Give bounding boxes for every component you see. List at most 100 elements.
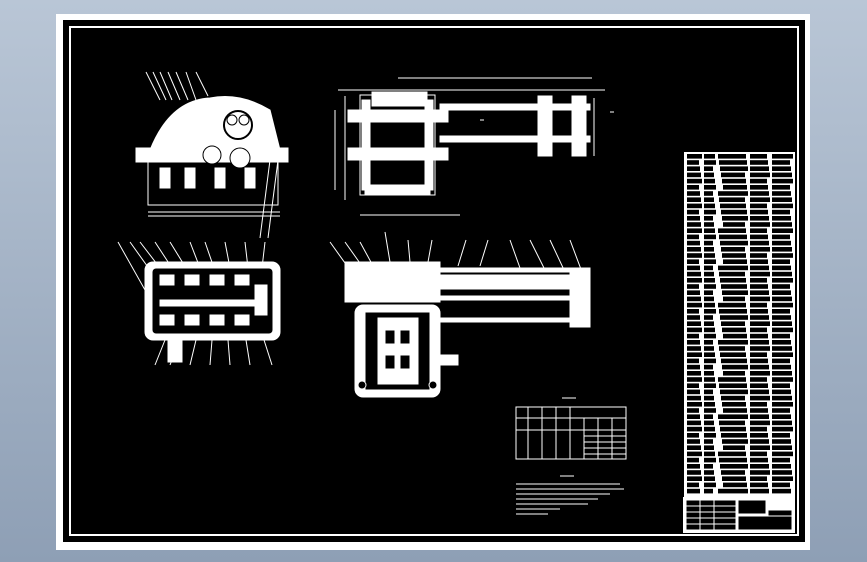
parts-list-cell	[750, 296, 770, 302]
parts-list-cell	[704, 315, 713, 320]
parts-list-cell	[772, 197, 792, 202]
parts-list-cell	[718, 154, 746, 159]
parts-list-cell	[687, 234, 699, 240]
parts-list-cell	[704, 209, 716, 215]
parts-list-cell	[720, 203, 746, 209]
parts-list-cell	[687, 166, 700, 171]
parts-list-cell	[723, 408, 747, 413]
parts-list-cell	[687, 321, 701, 326]
parts-list-cell	[687, 352, 702, 357]
parts-list-cell	[721, 321, 745, 326]
parts-list-cell	[687, 203, 702, 209]
parts-list-cell	[772, 172, 792, 178]
parts-list-cell	[687, 185, 699, 190]
parts-list-cell	[704, 402, 715, 407]
parts-list-cell	[750, 278, 767, 283]
parts-list-cell	[704, 358, 716, 364]
parts-list-cell	[718, 265, 748, 271]
parts-list-cell	[721, 358, 747, 364]
parts-list-cell	[750, 383, 768, 388]
parts-list-cell	[704, 414, 713, 419]
parts-list-cell	[772, 302, 793, 308]
parts-list-cell	[772, 395, 792, 401]
parts-list-cell	[750, 203, 767, 209]
parts-list-cell	[687, 383, 699, 388]
parts-list-cell	[704, 154, 715, 159]
parts-list-cell	[704, 259, 716, 264]
parts-list-cell	[704, 172, 714, 178]
parts-list-cell	[772, 191, 791, 196]
parts-list-cell	[750, 364, 769, 370]
parts-list-cell	[750, 371, 770, 376]
parts-list-cell	[704, 371, 714, 376]
parts-list-cell	[772, 265, 791, 271]
side-view	[117, 241, 281, 366]
parts-list-cell	[704, 296, 714, 302]
parts-list-cell	[704, 408, 716, 413]
parts-list-cell	[719, 271, 745, 277]
parts-list-cell	[687, 439, 700, 444]
parts-list-cell	[772, 371, 792, 376]
parts-list-cell	[722, 178, 746, 184]
parts-list-cell	[750, 309, 768, 314]
drawing-frame	[69, 26, 799, 536]
parts-list-cell	[750, 265, 769, 271]
parts-list-cell	[687, 160, 699, 165]
parts-list-cell	[687, 451, 702, 457]
parts-list-cell	[772, 457, 790, 463]
parts-list-cell	[718, 191, 748, 196]
parts-list-cell	[704, 482, 716, 488]
parts-list-cell	[687, 302, 702, 308]
parts-list-cell	[704, 228, 715, 233]
parts-list-cell	[687, 457, 699, 463]
parts-list-cell	[687, 408, 699, 413]
parts-list-cell	[719, 197, 745, 202]
parts-list-cell	[750, 457, 768, 463]
parts-list-cell	[704, 178, 715, 184]
parts-list-cell	[750, 420, 770, 426]
parts-list-cell	[704, 383, 716, 388]
parts-list-cell	[772, 222, 792, 227]
parts-list-cell	[704, 160, 716, 165]
parts-list-cell	[772, 228, 793, 233]
parts-list-cell	[719, 234, 747, 240]
parts-list-cell	[687, 464, 700, 469]
parts-list-cell	[750, 340, 769, 345]
parts-list-cell	[704, 488, 713, 494]
parts-list-cell	[772, 488, 791, 494]
parts-list-cell	[720, 352, 746, 357]
parts-list-cell	[722, 439, 748, 444]
parts-list-cell	[723, 333, 747, 339]
parts-list-cell	[772, 333, 790, 339]
parts-list-cell	[704, 321, 714, 326]
parts-list-cell	[772, 160, 790, 165]
parts-list-cell	[704, 203, 715, 209]
parts-list-cell	[704, 216, 713, 221]
parts-list-cell	[750, 216, 769, 221]
parts-list-cell	[687, 265, 700, 271]
parts-list-cell	[687, 327, 702, 333]
parts-list-cell	[704, 470, 714, 475]
parts-list-cell	[723, 445, 745, 450]
parts-list-cell	[704, 327, 715, 333]
parts-list-cell	[687, 228, 702, 233]
parts-list-cell	[721, 433, 747, 438]
parts-list-cell	[750, 172, 770, 178]
parts-list-cell	[687, 377, 702, 382]
parts-list-cell	[723, 296, 745, 302]
parts-list-cell	[723, 482, 747, 488]
parts-list-cell	[750, 482, 768, 488]
parts-list-cell	[704, 309, 716, 314]
parts-list-cell	[704, 377, 715, 382]
parts-list-cell	[750, 408, 768, 413]
parts-list-cell	[750, 222, 770, 227]
front-view	[135, 71, 289, 239]
parts-list-cell	[718, 302, 746, 308]
parts-list-cell	[772, 389, 791, 395]
parts-list-cell	[687, 315, 700, 320]
parts-list-cell	[750, 191, 769, 196]
parts-list-cell	[719, 457, 747, 463]
parts-list-cell	[772, 309, 790, 314]
parts-list-cell	[687, 364, 700, 370]
parts-list-cell	[704, 247, 714, 252]
